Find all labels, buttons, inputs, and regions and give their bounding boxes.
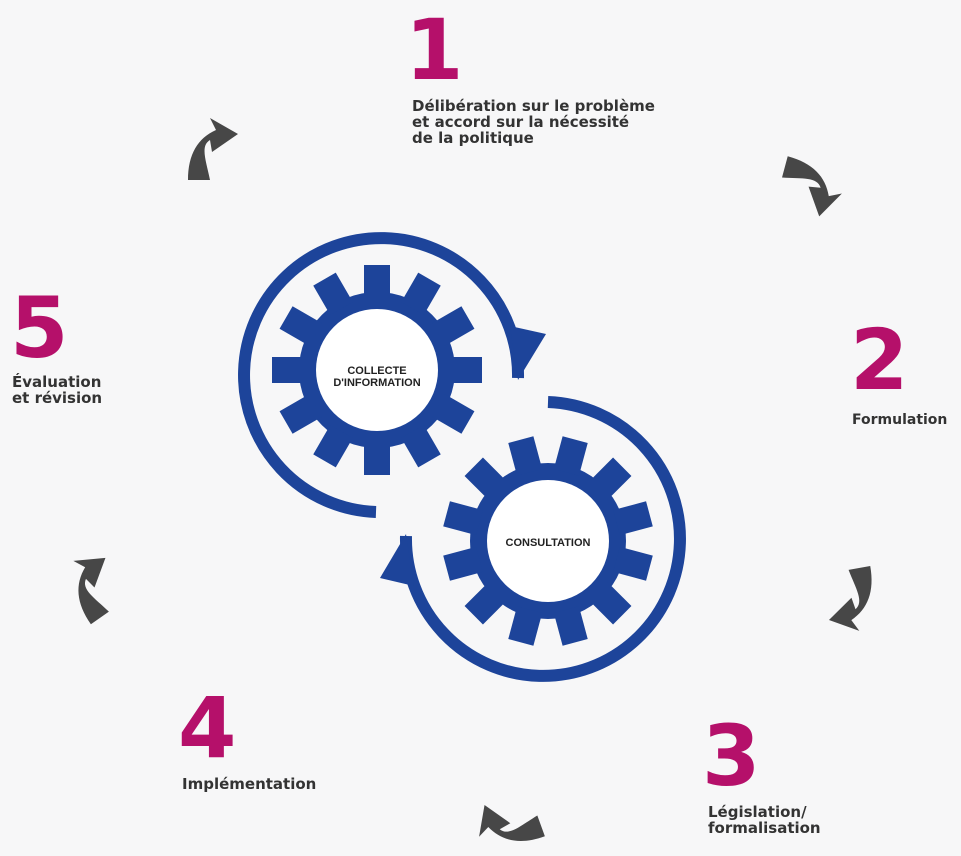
curved-arrow-icon — [820, 566, 881, 636]
step-4-number: 4 — [178, 679, 237, 777]
step-1-number: 1 — [405, 1, 464, 99]
gear-1-arrow-head-icon — [510, 326, 546, 380]
step-1-label-line: et accord sur la nécessité — [412, 113, 630, 131]
curved-arrow-icon — [774, 156, 848, 221]
gear-collecte: COLLECTE D'INFORMATION — [238, 232, 546, 518]
step-3-label-line: formalisation — [708, 819, 821, 837]
gear-2-label-line: CONSULTATION — [506, 537, 591, 549]
gear-2-hub — [487, 480, 609, 602]
step-2-label: Formulation — [852, 412, 947, 428]
step-4-label-line: Implémentation — [182, 775, 317, 793]
gear-2-arrow-head-icon — [380, 534, 414, 586]
step-2-label-line: Formulation — [852, 412, 948, 428]
gear-1-hub — [316, 309, 438, 431]
step-1-label: Délibération sur le problème et accord s… — [412, 98, 655, 146]
gear-2-teeth — [443, 436, 653, 646]
gear-1-cycle-arrow-icon — [238, 232, 525, 518]
step-3-number: 3 — [702, 707, 761, 805]
step-3-label-line: Législation/ — [708, 803, 807, 821]
gear-2-cycle-arrow-icon — [399, 396, 686, 682]
step-5-number: 5 — [10, 279, 69, 377]
gear-1-label-line: D'INFORMATION — [333, 377, 420, 389]
step-2-number: 2 — [850, 311, 909, 409]
gear-consultation: CONSULTATION — [380, 396, 686, 682]
curved-arrow-icon — [469, 789, 545, 856]
step-3-label: Législation/ formalisation — [708, 804, 821, 836]
step-5-label-line: Évaluation — [12, 373, 102, 391]
curved-arrow-icon — [188, 118, 238, 180]
step-5-label-line: et révision — [12, 389, 103, 407]
cycle-arrows — [55, 118, 881, 856]
curved-arrow-icon — [55, 544, 132, 625]
step-1-label-line: de la politique — [412, 129, 534, 147]
step-1-label-line: Délibération sur le problème — [412, 97, 655, 115]
step-4-label: Implémentation — [182, 776, 316, 792]
step-5-label: Évaluation et révision — [12, 374, 102, 406]
gear-1-label-line: COLLECTE — [347, 365, 406, 377]
gear-1-teeth — [272, 265, 482, 475]
